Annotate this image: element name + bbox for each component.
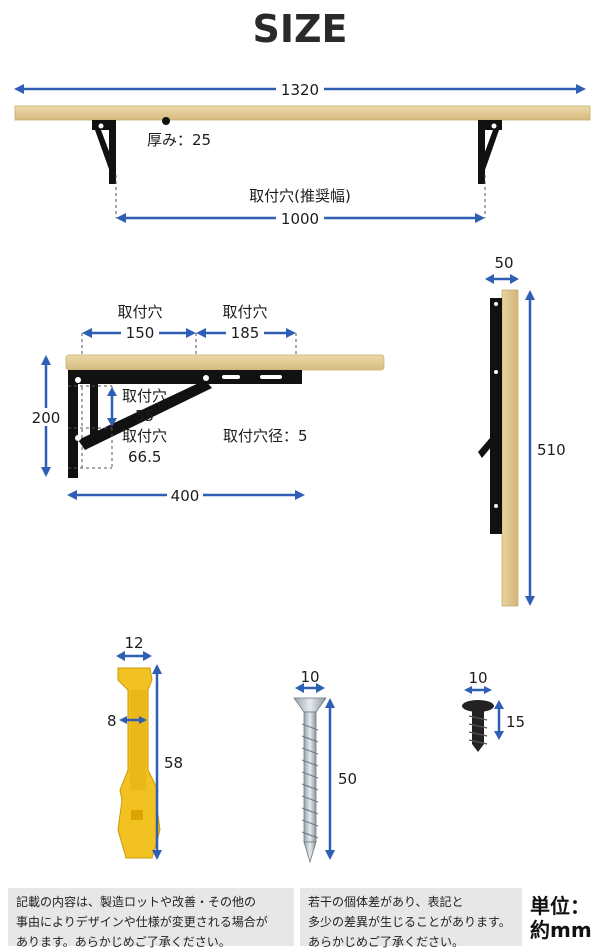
hole-label-2: 取付穴 [222,303,267,321]
shelf-board [14,105,591,121]
thickness-label: 厚み：25 [147,131,211,149]
wall-anchor-icon [117,667,161,859]
vert-hole-label-2: 取付穴 [122,427,167,445]
screw-length-label: 50 [338,770,357,788]
folded-bracket-icon [478,298,502,534]
note-left: 記載の内容は、製造ロットや改善・その他の 事由によりデザインや仕様が変更される場… [8,888,294,949]
folded-height-dimension: 510 [525,290,566,606]
bracket-height-dimension: 200 [28,355,64,477]
short-screw-width-label: 10 [468,669,487,687]
shelf-width-label: 1320 [281,81,319,99]
folded-shelf-board [501,289,519,607]
mount-hole-dimension: 1000 [116,209,485,228]
anchor-inner-label: 8 [107,712,117,730]
hole-value-2: 185 [231,324,260,342]
shelf-width-dimension: 1320 [14,80,586,99]
hole-label-1: 取付穴 [117,303,162,321]
bracket-length-dimension: 400 [67,486,305,505]
folded-thickness-dimension: 50 [485,254,519,284]
hole-diameter-label: 取付穴径：5 [223,427,308,445]
page-title: SIZE [252,7,347,51]
screw-length-dimension: 50 [325,698,357,860]
short-screw-length-label: 15 [506,713,525,731]
anchor-width-dimension: 12 [116,634,152,661]
short-screw-width-dimension: 10 [464,669,492,694]
thickness-marker-icon [162,117,170,125]
screw-width-dimension: 10 [295,668,325,693]
short-screw-icon [462,700,494,752]
anchor-width-label: 12 [124,634,143,652]
vert-hole-value-1: 55 [135,407,154,425]
hole-spacing-dimension: 150 185 [82,324,296,342]
anchor-length-label: 58 [164,754,183,772]
bracket-side-icon [68,370,302,478]
vert-hole-label-1: 取付穴 [122,387,167,405]
hole-value-1: 150 [126,324,155,342]
unit-label: 単位： 約mm [530,894,592,942]
short-screw-length-dimension: 15 [494,700,525,740]
bracket-left-icon [92,120,116,184]
bracket-height-label: 200 [32,409,61,427]
screw-width-label: 10 [300,668,319,686]
bracket-right-icon [478,120,502,184]
long-screw-icon [293,697,327,864]
note-right: 若干の個体差があり、表記と 多少の差異が生じることがあります。 あらかじめご了承… [300,888,522,949]
folded-height-label: 510 [537,441,566,459]
mount-hole-width-label: 1000 [281,210,319,228]
bracket-shelf-board [65,354,385,371]
anchor-length-dimension: 58 [152,664,183,860]
vertical-hole-dimension [107,387,117,427]
anchor-inner-dimension: 8 [107,712,147,730]
vert-hole-value-2: 66.5 [128,448,161,466]
folded-thickness-label: 50 [494,254,513,272]
bracket-length-label: 400 [171,487,200,505]
mount-hole-title: 取付穴(推奨幅) [249,187,351,205]
